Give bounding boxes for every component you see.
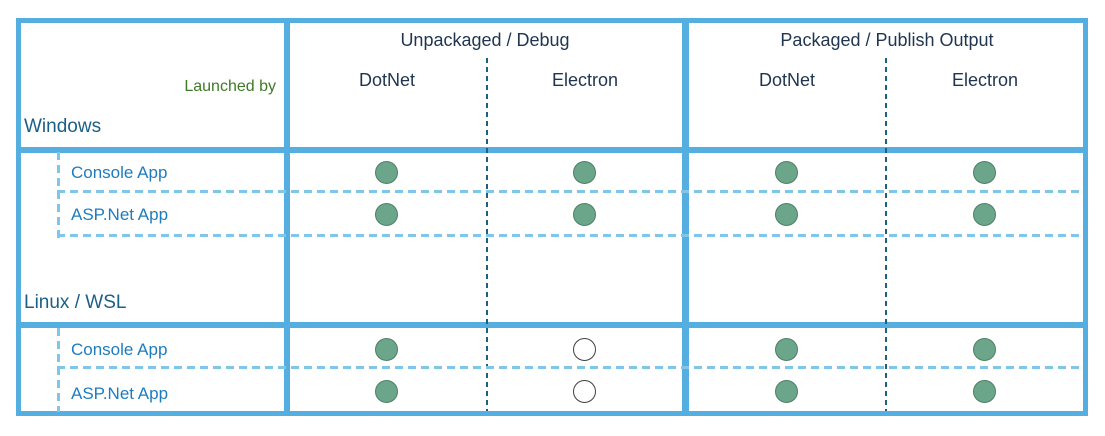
row-label-linux-console: Console App xyxy=(71,340,168,359)
status-dot xyxy=(573,338,596,361)
header-bottom-divider xyxy=(16,147,1088,153)
group-separator xyxy=(682,18,689,416)
status-dot xyxy=(375,380,398,403)
row-label-windows-aspnet: ASP.Net App xyxy=(71,205,169,224)
status-dot xyxy=(775,380,798,403)
group-label-packaged-publish: Packaged / Publish Output xyxy=(780,30,994,50)
windows-row-divider-dashed xyxy=(57,190,1083,193)
platform-label-linux-wsl: Linux / WSL xyxy=(24,292,127,313)
linux-row-divider-dashed xyxy=(57,366,1083,369)
status-dot xyxy=(375,338,398,361)
status-dot xyxy=(973,380,996,403)
status-dot xyxy=(775,161,798,184)
linux-rows-indent-dashed xyxy=(57,328,60,412)
status-dot xyxy=(573,203,596,226)
column-label-unpackaged-electron: Electron xyxy=(551,70,619,90)
status-dot xyxy=(775,203,798,226)
column-label-unpackaged-dotnet: DotNet xyxy=(358,70,416,90)
status-dot xyxy=(375,161,398,184)
linux-section-top-divider xyxy=(16,322,1088,328)
windows-rows-indent-dashed xyxy=(57,152,60,238)
status-dot xyxy=(573,380,596,403)
group-label-unpackaged-debug: Unpackaged / Debug xyxy=(400,30,570,50)
platform-label-windows: Windows xyxy=(24,116,102,137)
status-dot xyxy=(775,338,798,361)
status-dot xyxy=(573,161,596,184)
status-dot xyxy=(973,161,996,184)
status-dot xyxy=(973,203,996,226)
launched-by-label: Launched by xyxy=(184,78,276,95)
label-column-separator xyxy=(284,18,290,416)
row-label-windows-console: Console App xyxy=(71,163,168,182)
column-label-packaged-electron: Electron xyxy=(951,70,1019,90)
column-label-packaged-dotnet: DotNet xyxy=(758,70,816,90)
windows-rows-bottom-dashed xyxy=(57,234,1083,237)
outer-border xyxy=(16,18,1088,416)
status-dot xyxy=(973,338,996,361)
status-dot xyxy=(375,203,398,226)
row-label-linux-aspnet: ASP.Net App xyxy=(71,384,169,403)
